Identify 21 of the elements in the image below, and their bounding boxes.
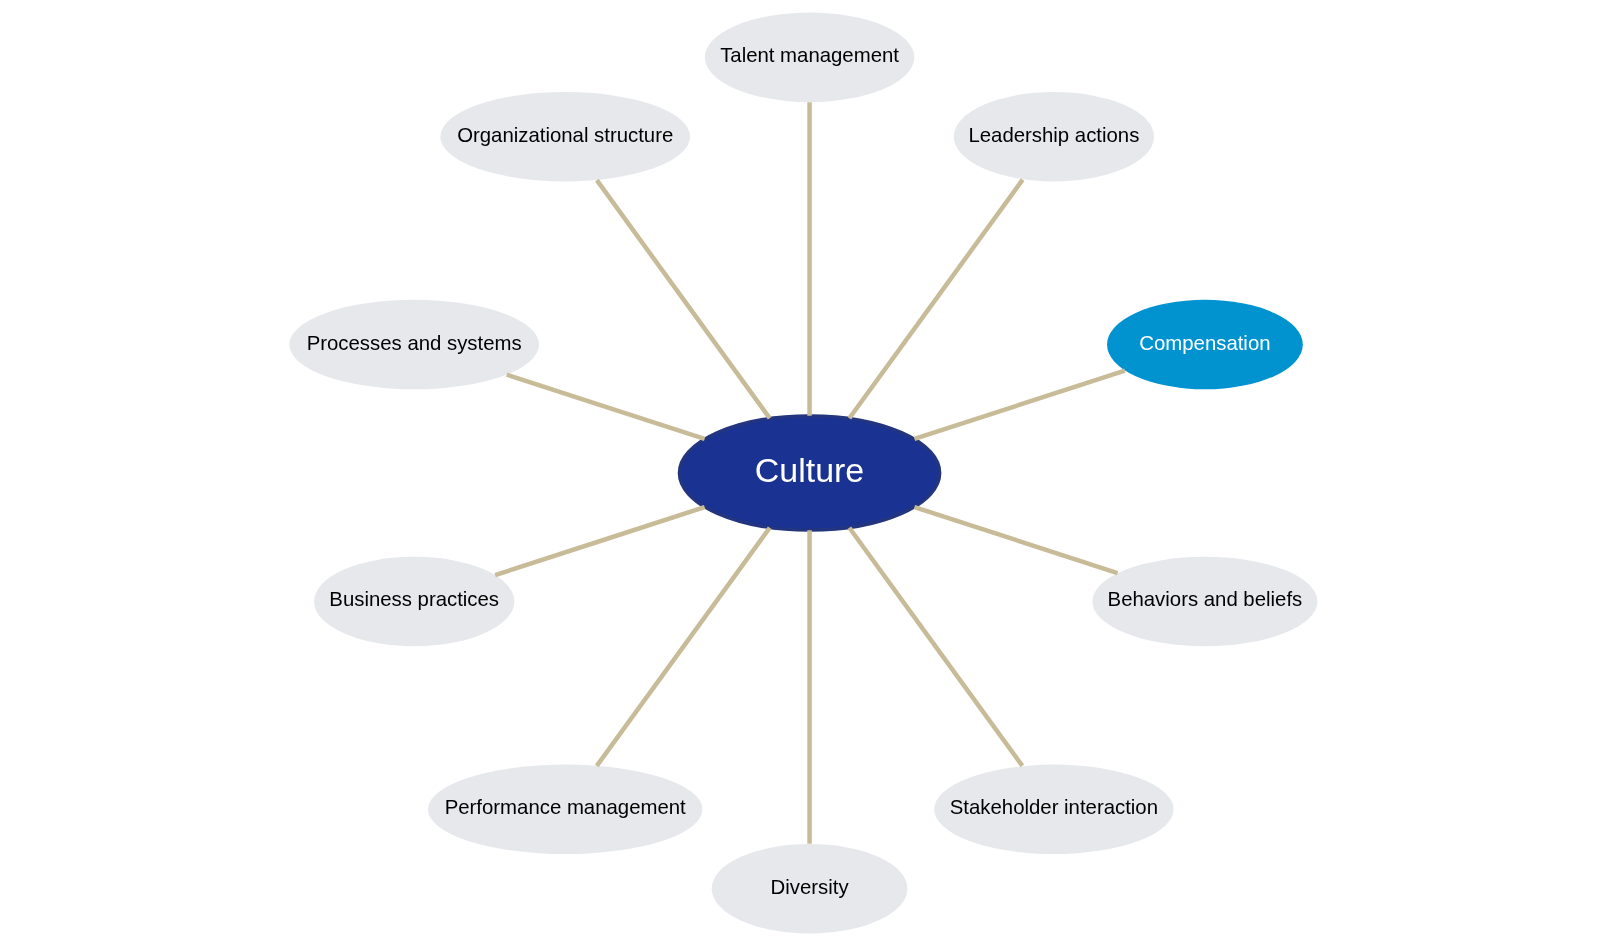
connector [913, 368, 1126, 442]
node-ellipse: Stakeholder interaction [934, 764, 1174, 854]
node-ellipse: Leadership actions [953, 92, 1154, 182]
connector [595, 178, 772, 420]
connector [807, 530, 812, 844]
node-ellipse: Talent management [704, 12, 915, 102]
connector [913, 504, 1119, 576]
connector [847, 178, 1025, 420]
connector [807, 102, 812, 416]
node-ellipse: Culture [677, 414, 942, 532]
node-ellipse: Processes and systems [289, 299, 539, 390]
node-ellipse: Diversity [711, 844, 908, 934]
node-ellipse: Business practices [314, 556, 515, 647]
connector [494, 504, 706, 578]
connector [847, 526, 1025, 768]
connector [506, 372, 706, 442]
node-ellipse: Behaviors and beliefs [1092, 556, 1318, 647]
node-ellipse: Compensation [1107, 299, 1303, 390]
connector [595, 526, 772, 768]
node-ellipse: Organizational structure [440, 92, 691, 182]
node-ellipse: Performance management [427, 764, 703, 854]
